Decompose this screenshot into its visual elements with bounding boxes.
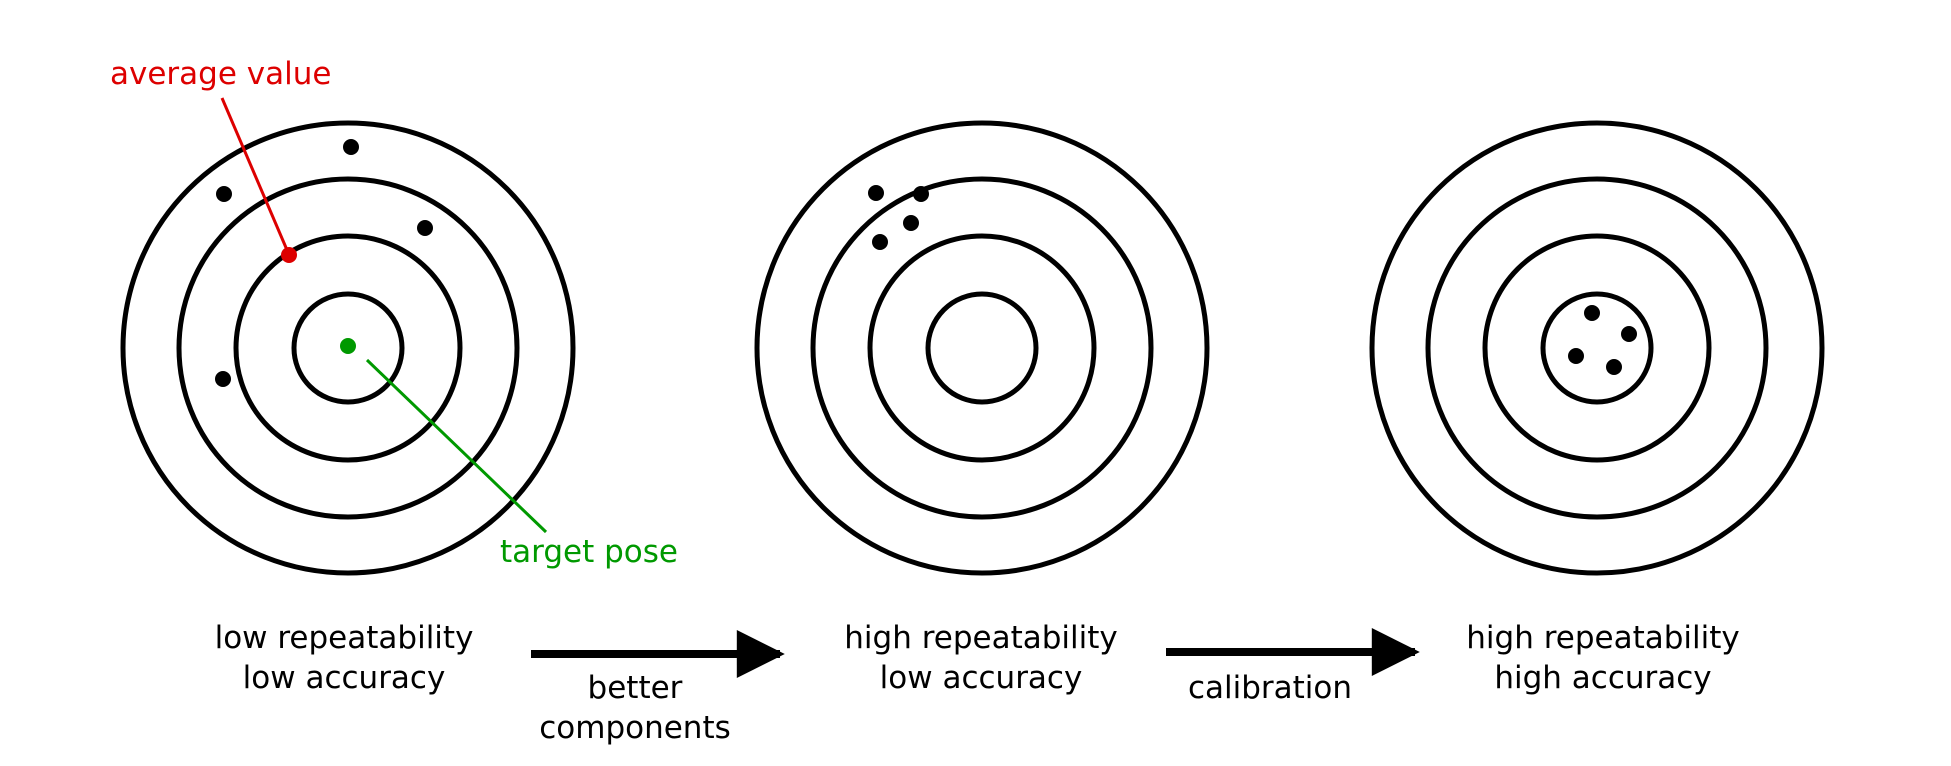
target-pose-leader-line: [365, 358, 548, 534]
target-1-hit: [343, 139, 359, 155]
target-1-hit: [215, 371, 231, 387]
arrow-1-label-line2: components: [539, 710, 731, 746]
arrow-1-label-line1: better: [588, 670, 683, 706]
target-2-ring-3: [810, 176, 1154, 520]
target-2-hit: [868, 185, 884, 201]
target-pose-marker: [340, 338, 356, 354]
target-2-hit: [913, 186, 929, 202]
target-2-hit: [872, 234, 888, 250]
arrow-2-label: calibration: [1188, 670, 1352, 706]
target-2-ring-outer: [754, 120, 1210, 576]
average-value-leader-line: [220, 97, 289, 251]
target-1-ring-outer: [120, 120, 576, 576]
target-3-hit: [1621, 326, 1637, 342]
target-1-ring-3: [176, 176, 520, 520]
target-1-ring-2: [233, 233, 463, 463]
target-1-caption-line2: low accuracy: [243, 660, 446, 696]
arrow-2: calibration: [1166, 628, 1420, 706]
target-2-ring-2: [867, 233, 1097, 463]
target-1-hit: [417, 220, 433, 236]
target-2-caption-line1: high repeatability: [844, 620, 1118, 656]
target-2-hit: [903, 215, 919, 231]
average-value-marker: [281, 247, 297, 263]
target-3-hit: [1606, 359, 1622, 375]
target-3-caption-line2: high accuracy: [1494, 660, 1711, 696]
target-3-ring-2: [1482, 233, 1712, 463]
target-3-ring-3: [1425, 176, 1769, 520]
target-1-hit: [216, 186, 232, 202]
average-value-label: average value: [110, 56, 331, 92]
arrow-1: better components: [531, 630, 785, 746]
target-3-caption-line1: high repeatability: [1466, 620, 1740, 656]
target-2-ring-inner: [925, 291, 1039, 405]
target-1-ring-inner: [291, 291, 405, 405]
target-1-caption-line1: low repeatability: [215, 620, 474, 656]
target-2-caption-line2: low accuracy: [880, 660, 1083, 696]
target-pose-label: target pose: [500, 534, 678, 570]
target-1: average value target pose low repeatabil…: [110, 56, 678, 696]
target-2: high repeatability low accuracy: [754, 120, 1210, 696]
target-3-hit: [1568, 348, 1584, 364]
target-3-ring-outer: [1369, 120, 1825, 576]
target-3-ring-inner: [1540, 291, 1654, 405]
target-3-hit: [1584, 305, 1600, 321]
target-3: high repeatability high accuracy: [1369, 120, 1825, 696]
